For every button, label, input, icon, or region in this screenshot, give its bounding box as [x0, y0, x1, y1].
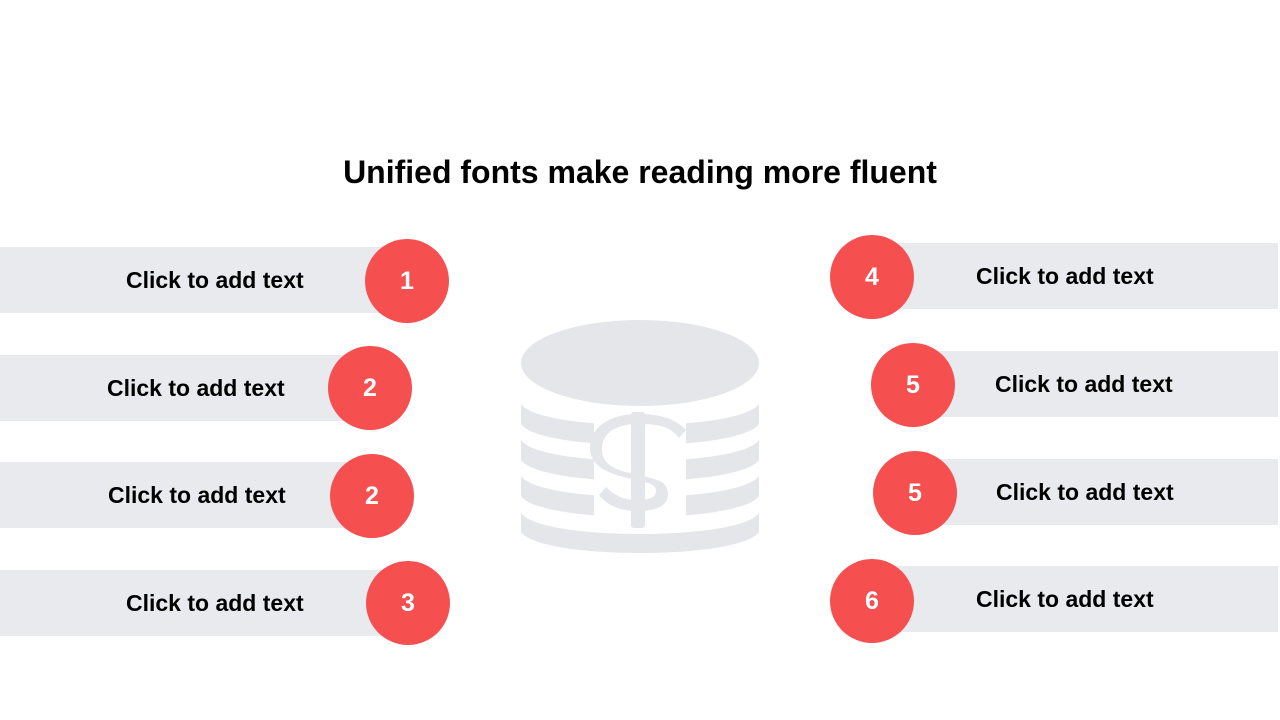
slide-title[interactable]: Unified fonts make reading more fluent — [343, 154, 937, 190]
left-item-1-badge: 1 — [365, 239, 449, 323]
left-item-1-label[interactable]: Click to add text — [126, 267, 304, 293]
left-item-3-badge: 2 — [330, 454, 414, 538]
left-item-2-bar[interactable]: Click to add text — [0, 355, 350, 421]
right-item-5b-badge: 5 — [873, 451, 957, 535]
right-item-6-badge: 6 — [830, 559, 914, 643]
left-item-4-bar[interactable]: Click to add text — [0, 570, 385, 636]
left-item-3-bar[interactable]: Click to add text — [0, 462, 350, 528]
left-item-1-bar[interactable]: Click to add text — [0, 247, 385, 313]
right-item-5a-bar[interactable]: Click to add text — [920, 351, 1278, 417]
right-item-4-bar[interactable]: Click to add text — [890, 243, 1278, 309]
dollar-coins-icon — [521, 320, 759, 553]
right-item-6-bar[interactable]: Click to add text — [890, 566, 1278, 632]
left-item-2-badge: 2 — [328, 346, 412, 430]
left-item-2-label[interactable]: Click to add text — [107, 375, 285, 401]
right-item-6-label[interactable]: Click to add text — [976, 586, 1154, 612]
left-item-4-badge: 3 — [366, 561, 450, 645]
right-item-4-badge: 4 — [830, 235, 914, 319]
left-item-3-label[interactable]: Click to add text — [108, 482, 286, 508]
right-item-4-label[interactable]: Click to add text — [976, 263, 1154, 289]
right-item-5a-badge: 5 — [871, 343, 955, 427]
right-item-5b-label[interactable]: Click to add text — [996, 479, 1174, 505]
right-item-5b-bar[interactable]: Click to add text — [920, 459, 1278, 525]
left-item-4-label[interactable]: Click to add text — [126, 590, 304, 616]
right-item-5a-label[interactable]: Click to add text — [995, 371, 1173, 397]
